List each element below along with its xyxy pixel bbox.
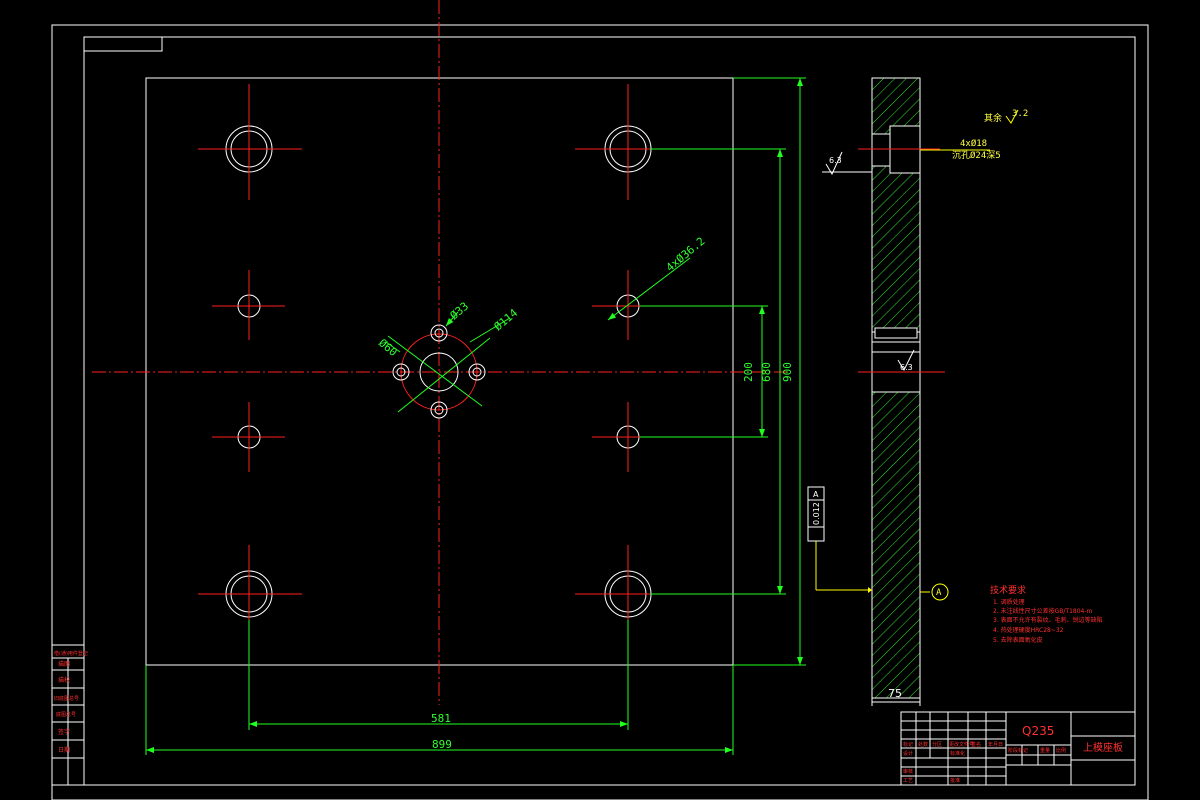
bolt-hole-1 <box>212 270 285 340</box>
strip-label: 描图 <box>58 660 70 668</box>
svg-text:3.2: 3.2 <box>1012 109 1028 119</box>
leader-d60 <box>385 341 401 353</box>
dim-text-d33: Ø33 <box>448 300 472 323</box>
strip-label: 旧底图总号 <box>54 695 79 702</box>
dim-581: 581 <box>248 620 629 730</box>
svg-text:设计: 设计 <box>903 750 913 757</box>
svg-text:其余: 其余 <box>984 112 1002 124</box>
section-view <box>858 77 945 699</box>
dim-680: 680 <box>650 148 786 595</box>
dim-text-d60: Ø60 <box>376 336 400 359</box>
strip-label: 日期 <box>58 746 70 754</box>
svg-text:批准: 批准 <box>950 777 960 784</box>
svg-text:沉孔Ø24深5: 沉孔Ø24深5 <box>952 150 1001 161</box>
svg-text:4. 热处理硬度HRC28~32: 4. 热处理硬度HRC28~32 <box>993 626 1064 634</box>
code-box <box>83 36 163 52</box>
dim-text-4x-holes: 4xØ36.2 <box>664 235 708 275</box>
svg-text:标准化: 标准化 <box>950 750 965 757</box>
svg-text:更改文件号: 更改文件号 <box>949 741 974 748</box>
guide-hole-bl <box>198 545 302 648</box>
bolt-hole-3 <box>212 402 285 472</box>
svg-text:4xØ18: 4xØ18 <box>960 138 987 149</box>
dim-75: 75 <box>871 687 921 706</box>
svg-text:分区: 分区 <box>932 741 942 748</box>
svg-text:签名: 签名 <box>971 741 981 748</box>
svg-text:技术要求: 技术要求 <box>990 584 1026 596</box>
hole-note: 4xØ18 沉孔Ø24深5 <box>920 138 1001 161</box>
sheet-border <box>51 24 1149 800</box>
center-hole-group <box>387 324 491 419</box>
strip-label: 签字 <box>58 728 70 736</box>
leader-d33 <box>445 311 459 327</box>
left-strip: 借(通)用件登记 描图 描校 旧底图总号 底图总号 签字 日期 <box>51 644 88 786</box>
leader-d114 <box>469 317 511 343</box>
title-block: 标记 处数 分区 更改文件号 签名 年月日 设计 标准化 审核 工艺 批准 阶段… <box>900 711 1136 786</box>
svg-text:5. 去除表面氧化皮: 5. 去除表面氧化皮 <box>993 636 1043 644</box>
svg-text:0.012: 0.012 <box>812 502 821 525</box>
svg-text:2. 未注线性尺寸公差按GB/T1804-m: 2. 未注线性尺寸公差按GB/T1804-m <box>993 607 1093 615</box>
guide-hole-tr <box>575 84 680 200</box>
svg-text:A: A <box>936 588 942 598</box>
strip-label: 描校 <box>58 676 70 684</box>
material-text: Q235 <box>1022 724 1054 738</box>
svg-text:680: 680 <box>760 362 773 382</box>
svg-text:1. 调质处理: 1. 调质处理 <box>993 598 1025 606</box>
datum-a-symbol: A <box>920 583 949 601</box>
svg-text:A: A <box>813 490 819 499</box>
dim-899: 899 <box>145 665 734 755</box>
roughness-symbol-left: 6.3 <box>822 151 872 176</box>
dim-200: 200 <box>640 305 768 438</box>
roughness-symbol-mid: 6.3 <box>897 349 915 372</box>
svg-text:标记: 标记 <box>903 741 913 748</box>
svg-text:阶段标记: 阶段标记 <box>1008 747 1028 754</box>
svg-text:3. 表面不允许有裂纹、毛刺、锐边等缺陷: 3. 表面不允许有裂纹、毛刺、锐边等缺陷 <box>993 616 1103 624</box>
tolerance-frame: 0.012 A <box>807 486 872 593</box>
svg-text:75: 75 <box>888 687 902 700</box>
svg-text:处数: 处数 <box>918 741 928 748</box>
dim-900: 900 <box>733 77 806 666</box>
dim-text-d114: Ø114 <box>492 306 521 333</box>
tech-requirements: 技术要求 1. 调质处理 2. 未注线性尺寸公差按GB/T1804-m 3. 表… <box>990 584 1103 644</box>
svg-text:比例: 比例 <box>1056 747 1066 754</box>
guide-hole-tl <box>198 84 302 200</box>
svg-text:200: 200 <box>742 362 755 382</box>
svg-text:581: 581 <box>431 712 451 725</box>
svg-text:重量: 重量 <box>1040 747 1050 754</box>
drawing-frame <box>83 36 1136 786</box>
svg-text:工艺: 工艺 <box>903 778 913 784</box>
part-name-text: 上模座板 <box>1083 741 1123 754</box>
svg-text:6.3: 6.3 <box>829 156 842 165</box>
strip-label: 底图总号 <box>56 711 76 718</box>
svg-text:900: 900 <box>781 362 794 382</box>
svg-text:年月日: 年月日 <box>988 741 1003 748</box>
leader-4x-holes <box>607 257 691 321</box>
roughness-corner: 其余 3.2 <box>984 109 1028 124</box>
svg-text:899: 899 <box>432 738 452 751</box>
strip-label: 借(通)用件登记 <box>54 650 88 657</box>
svg-text:审核: 审核 <box>903 768 913 775</box>
svg-text:6.3: 6.3 <box>900 363 913 372</box>
